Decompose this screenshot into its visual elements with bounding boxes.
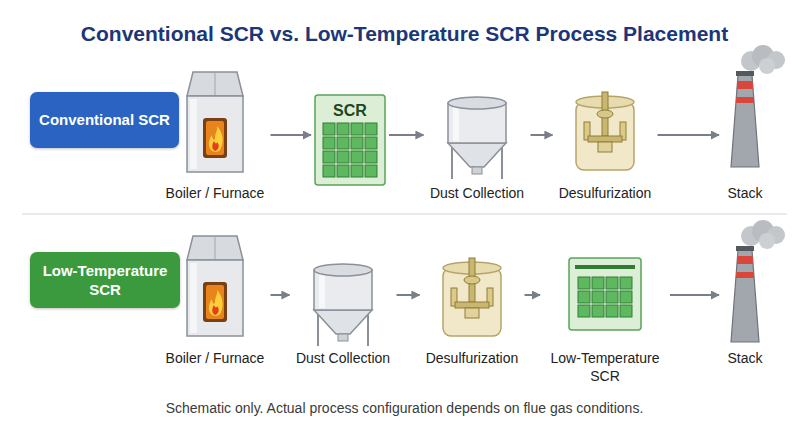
diagram-caption: Schematic only. Actual process configura… xyxy=(0,400,809,416)
unit-label: Stack xyxy=(727,184,762,202)
flow-arrow xyxy=(397,294,420,296)
scr-reactor-icon xyxy=(315,95,385,185)
unit-label: Desulfurization xyxy=(559,184,652,202)
flow-arrow xyxy=(531,134,553,136)
process-unit: Boiler / Furnace xyxy=(164,232,267,370)
process-unit: Desulfurization xyxy=(557,85,654,205)
unit-label: Low-Temperature SCR xyxy=(546,349,664,385)
process-unit: Stack xyxy=(723,232,767,370)
desulfurization-icon xyxy=(443,258,501,336)
process-unit: Boiler / Furnace xyxy=(164,68,267,205)
unit-label: Desulfurization xyxy=(426,349,519,367)
row-divider xyxy=(22,214,787,215)
row-badge: Low-Temperature SCR xyxy=(30,252,180,308)
unit-label: Dust Collection xyxy=(430,184,524,202)
process-unit: Stack xyxy=(723,60,767,205)
dust-collector-icon xyxy=(314,264,372,346)
process-unit: Dust Collection xyxy=(294,250,393,370)
unit-label: Dust Collection xyxy=(296,349,390,367)
desulfurization-icon xyxy=(576,92,634,170)
boiler-icon xyxy=(187,72,243,172)
stack-icon xyxy=(731,45,785,167)
row-label: Conventional SCR xyxy=(39,110,170,130)
scr-reactor-icon xyxy=(569,258,641,330)
flow-arrow xyxy=(389,134,424,136)
unit-label: Stack xyxy=(727,349,762,367)
boiler-icon xyxy=(187,236,243,336)
process-unit: Desulfurization xyxy=(424,250,521,370)
row-label: Low-Temperature SCR xyxy=(39,261,171,300)
stack-icon xyxy=(731,220,785,342)
diagram-title: Conventional SCR vs. Low-Temperature SCR… xyxy=(0,22,809,46)
reactor-label: SCR xyxy=(333,101,367,122)
unit-label: Boiler / Furnace xyxy=(166,349,265,367)
process-unit: Low-Temperature SCR xyxy=(544,252,666,388)
flow-arrow xyxy=(271,134,312,136)
flow-arrow xyxy=(525,294,541,296)
unit-label: Boiler / Furnace xyxy=(166,184,265,202)
flow-arrow xyxy=(271,294,290,296)
flow-arrow xyxy=(670,294,719,296)
flow-arrow xyxy=(658,134,720,136)
reactor-box: SCR xyxy=(315,95,385,185)
process-unit: Dust Collection xyxy=(428,85,527,205)
row-badge: Conventional SCR xyxy=(30,92,179,148)
dust-collector-icon xyxy=(448,97,506,179)
